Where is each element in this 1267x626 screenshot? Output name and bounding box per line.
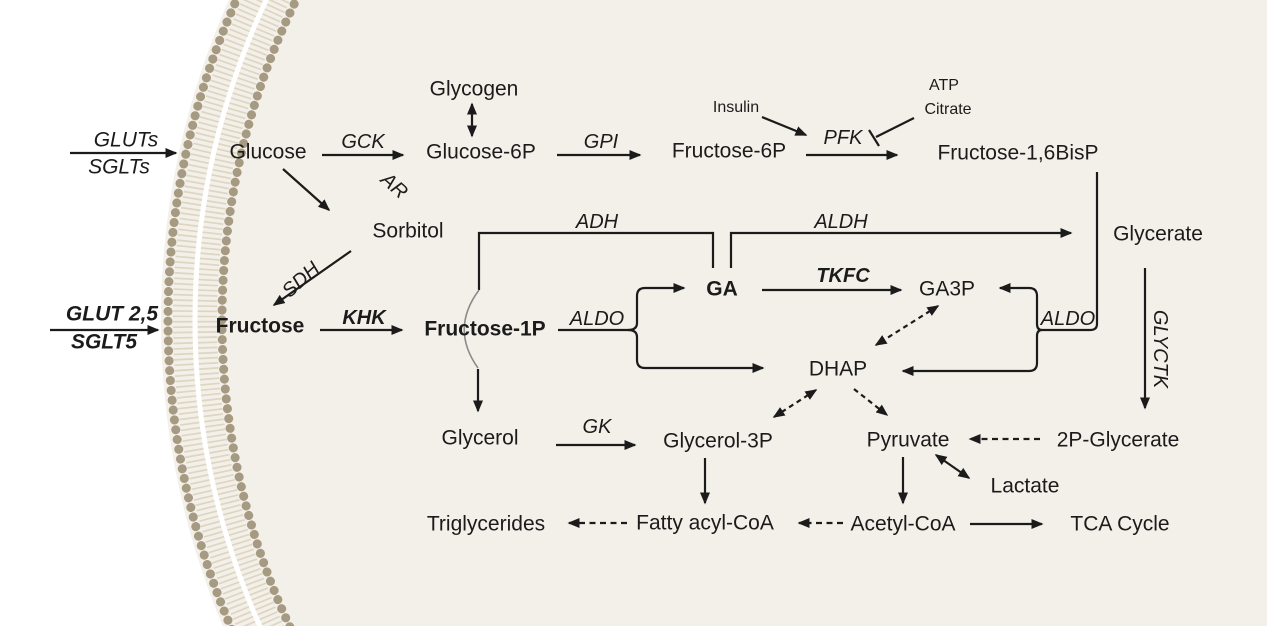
metabolite-fructose-1p: Fructose-1P bbox=[424, 317, 546, 341]
dashed-arrows bbox=[567, 305, 1040, 528]
metabolite-ga3p: GA3P bbox=[918, 277, 976, 301]
transporter-gluts-label: GLUTs bbox=[93, 128, 159, 152]
arrow-aldo-to-ga bbox=[627, 283, 686, 332]
transporter-glut25-label: GLUT 2,5 bbox=[65, 302, 159, 326]
solid-arrows bbox=[50, 102, 1150, 529]
arrow-pyruvate-lactate bbox=[934, 454, 971, 479]
arrow-ga3p-dhap-exchange bbox=[874, 305, 940, 346]
enzyme-gk: GK bbox=[582, 416, 612, 438]
regulator-atp: ATP bbox=[929, 77, 959, 94]
line-hop-over-fructose1p bbox=[463, 289, 480, 369]
metabolite-2p-glycerate: 2P-Glycerate bbox=[1056, 428, 1180, 452]
metabolite-glycogen: Glycogen bbox=[429, 77, 519, 101]
arrow-ar bbox=[282, 168, 331, 211]
metabolite-acetyl-coa: Acetyl-CoA bbox=[850, 512, 956, 536]
enzyme-gpi: GPI bbox=[583, 131, 619, 153]
metabolite-glycerol: Glycerol bbox=[441, 426, 519, 450]
enzyme-gck: GCK bbox=[341, 131, 385, 153]
enzyme-adh: ADH bbox=[575, 211, 619, 233]
metabolite-lactate: Lactate bbox=[990, 474, 1060, 498]
transporter-sglt5-label: SGLT5 bbox=[70, 330, 138, 354]
metabolite-sorbitol: Sorbitol bbox=[372, 219, 444, 243]
regulator-insulin: Insulin bbox=[712, 99, 760, 116]
metabolite-pyruvate: Pyruvate bbox=[866, 428, 950, 452]
arrow-dhap-to-pyruvate bbox=[853, 388, 889, 416]
metabolite-fructose: Fructose bbox=[215, 314, 305, 338]
enzyme-aldo-left: ALDO bbox=[569, 308, 625, 330]
line-atp-citrate-inhibit bbox=[875, 117, 915, 138]
enzyme-aldo-right: ALDO bbox=[1040, 308, 1096, 330]
enzyme-tkfc: TKFC bbox=[816, 265, 870, 287]
arrow-insulin-activates-pfk bbox=[761, 115, 808, 137]
arrow-aldo-to-ga3p bbox=[998, 283, 1043, 332]
metabolite-glycerate: Glycerate bbox=[1113, 222, 1203, 246]
metabolite-tca-cycle: TCA Cycle bbox=[1070, 512, 1170, 536]
arrow-aldh-to-glycerate bbox=[729, 228, 1073, 268]
arrow-aldo-to-dhap bbox=[627, 328, 765, 373]
regulator-citrate: Citrate bbox=[924, 101, 972, 118]
metabolite-fructose-6p: Fructose-6P bbox=[671, 139, 787, 163]
arrow-aldo-to-dhap-right bbox=[901, 328, 1043, 376]
metabolite-glucose: Glucose bbox=[229, 140, 307, 164]
line-f16bp-stem bbox=[1042, 172, 1099, 332]
metabolite-fatty-acyl-coa: Fatty acyl-CoA bbox=[636, 511, 774, 535]
inhibition-tee bbox=[868, 129, 880, 147]
metabolite-triglycerides: Triglycerides bbox=[426, 512, 546, 536]
enzyme-aldh: ALDH bbox=[814, 211, 868, 233]
metabolite-glycerol-3p: Glycerol-3P bbox=[663, 429, 773, 453]
cell-membrane bbox=[161, 0, 1267, 626]
transporter-sglts-label: SGLTs bbox=[88, 155, 150, 179]
enzyme-khk: KHK bbox=[342, 307, 386, 329]
metabolite-ga: GA bbox=[706, 277, 738, 301]
enzyme-glyctk: GLYCTK bbox=[1149, 309, 1171, 389]
metabolite-dhap: DHAP bbox=[808, 357, 868, 381]
metabolite-glucose-6p: Glucose-6P bbox=[426, 140, 536, 164]
metabolite-fructose-16bisp: Fructose-1,6BisP bbox=[937, 141, 1099, 165]
line-adh-path bbox=[477, 231, 715, 290]
arrow-sdh bbox=[272, 250, 352, 306]
enzyme-pfk: PFK bbox=[823, 127, 863, 149]
